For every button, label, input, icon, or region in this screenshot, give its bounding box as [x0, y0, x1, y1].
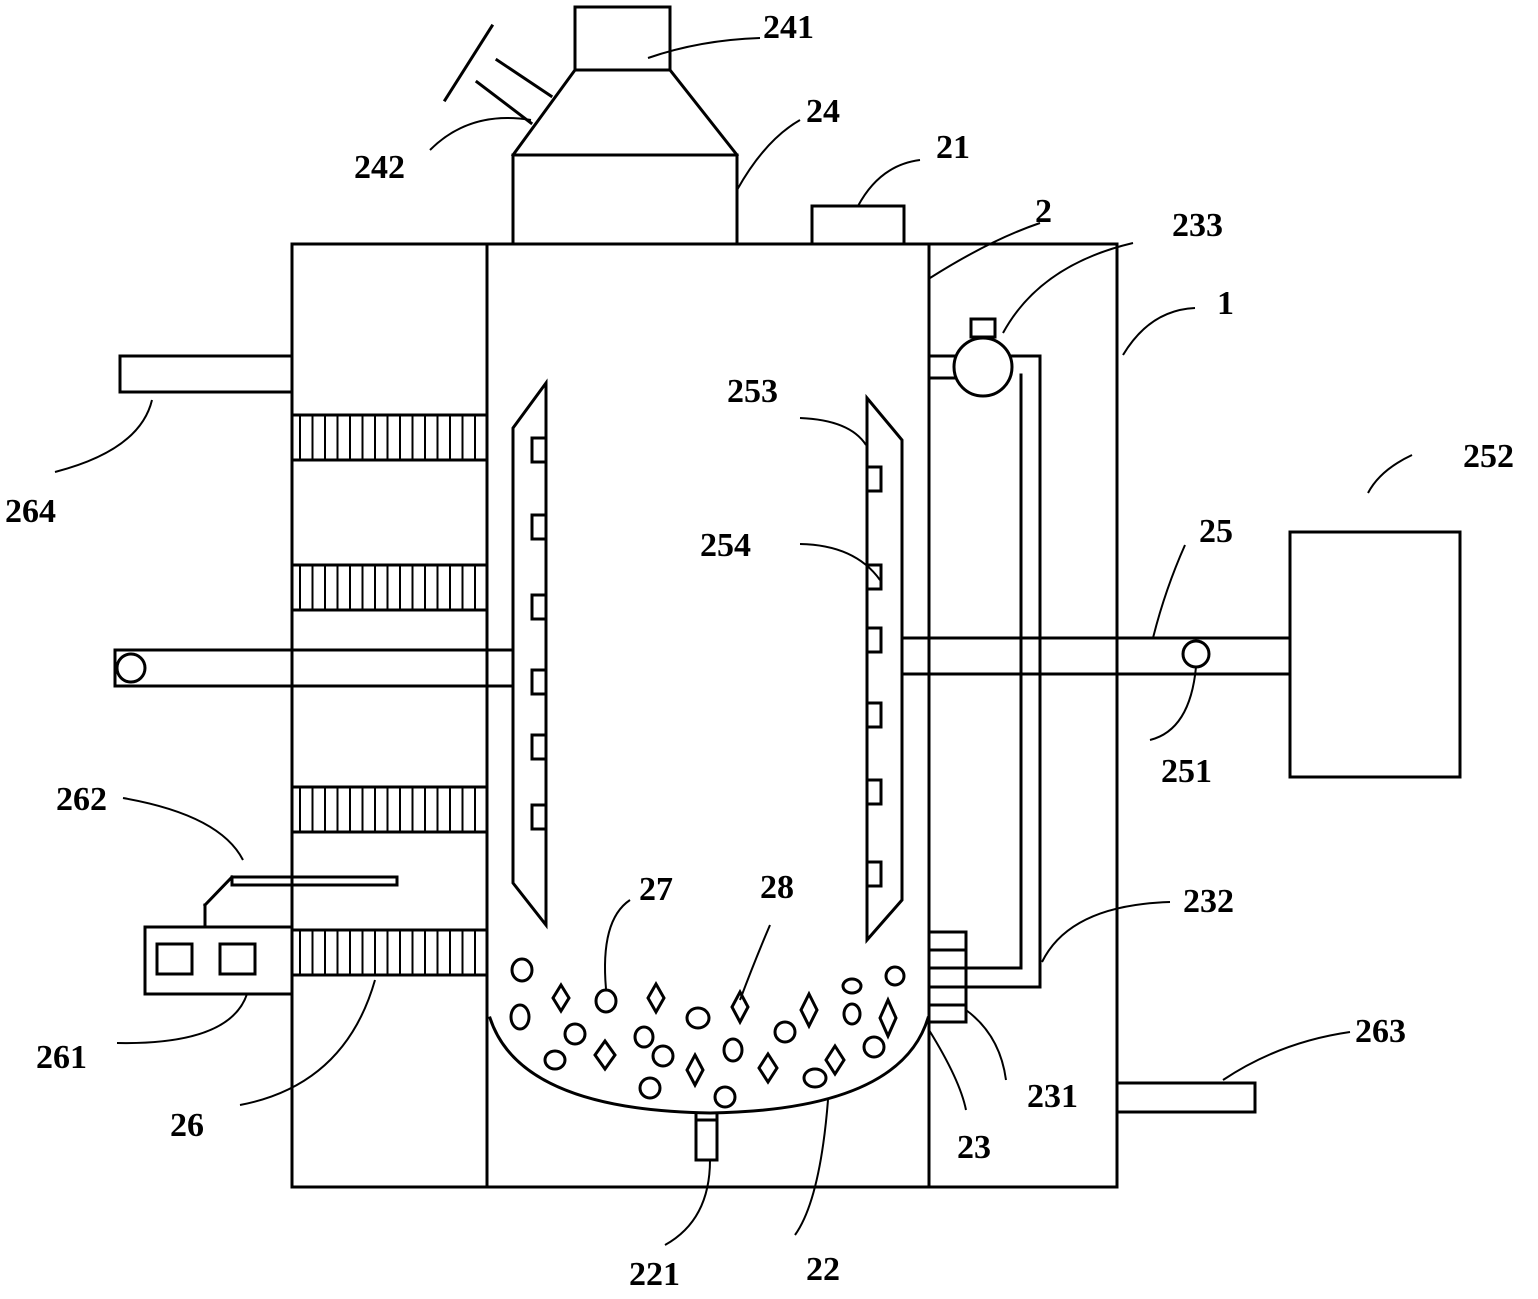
circulation-pump	[952, 336, 1014, 398]
label-25: 25	[1199, 513, 1233, 550]
label-263: 263	[1355, 1013, 1406, 1050]
right-shaft-bearing	[1181, 639, 1211, 669]
particle-round	[842, 1002, 862, 1026]
label-232: 232	[1183, 883, 1234, 920]
outer-tank	[290, 242, 1119, 1189]
label-21: 21	[936, 129, 970, 166]
pump-cap	[969, 317, 997, 339]
particle-round	[563, 1022, 587, 1046]
right-nozzle	[865, 701, 883, 729]
lower-right-pipe	[1115, 1081, 1257, 1114]
reference-labels: 241 24 242 21 2 233 1 264 253 252 254 25…	[5, 9, 1514, 1293]
label-1: 1	[1217, 285, 1234, 322]
label-264: 264	[5, 493, 56, 530]
particle-round	[510, 957, 534, 983]
particle-round	[802, 1067, 828, 1089]
label-28: 28	[760, 869, 794, 906]
label-2: 2	[1035, 193, 1052, 230]
heating-coils	[290, 413, 489, 977]
right-nozzle	[865, 465, 883, 493]
controller	[143, 874, 399, 996]
left-nozzle	[530, 513, 548, 541]
right-shaft	[900, 636, 1292, 676]
particle-round	[713, 1085, 737, 1109]
left-nozzle	[530, 436, 548, 464]
level-rod	[230, 875, 399, 887]
label-22: 22	[806, 1251, 840, 1288]
circulation-loop	[927, 317, 1042, 989]
particle-round	[594, 988, 618, 1014]
particle-round	[638, 1076, 662, 1100]
particle-round	[509, 1003, 531, 1031]
particle-round	[773, 1020, 797, 1044]
media-particles	[509, 957, 906, 1109]
particle-round	[884, 965, 906, 987]
particle-diamond	[730, 988, 750, 1026]
label-23: 23	[957, 1129, 991, 1166]
top-inlet	[810, 204, 906, 246]
drain-outlet	[694, 1118, 719, 1162]
label-27: 27	[639, 871, 673, 908]
particle-round	[722, 1037, 744, 1063]
label-231: 231	[1027, 1078, 1078, 1115]
particle-diamond	[757, 1051, 779, 1085]
left-nozzle	[530, 803, 548, 831]
left-nozzle	[530, 733, 548, 761]
particle-diamond	[824, 1043, 846, 1077]
particle-round	[862, 1035, 886, 1059]
label-24: 24	[806, 93, 840, 130]
bowl-bottom	[488, 1016, 930, 1115]
label-254: 254	[700, 527, 751, 564]
particle-diamond	[646, 980, 666, 1016]
particle-round	[685, 1006, 711, 1030]
particle-round	[651, 1044, 675, 1068]
left-nozzle	[530, 593, 548, 621]
label-221: 221	[629, 1256, 680, 1293]
motor-box	[1288, 530, 1462, 779]
label-253: 253	[727, 373, 778, 410]
coil-group	[290, 413, 489, 462]
particle-diamond	[799, 990, 819, 1030]
label-262: 262	[56, 781, 107, 818]
exhaust-cap	[573, 5, 672, 72]
left-stir-plate	[511, 378, 548, 930]
label-242: 242	[354, 149, 405, 186]
coil-group	[290, 785, 489, 834]
label-261: 261	[36, 1039, 87, 1076]
coil-group	[290, 563, 489, 612]
particle-round	[633, 1025, 655, 1049]
left-shaft-roller	[115, 652, 147, 684]
particle-diamond	[685, 1051, 705, 1089]
particle-diamond	[593, 1038, 617, 1072]
label-251: 251	[1161, 753, 1212, 790]
label-241: 241	[763, 9, 814, 46]
leader-lines	[54, 37, 1413, 1246]
inner-vessel	[485, 242, 931, 1189]
right-stir-plate	[865, 393, 904, 944]
right-nozzle	[865, 778, 883, 806]
particle-diamond	[878, 996, 898, 1040]
label-233: 233	[1172, 207, 1223, 244]
exhaust-hood	[510, 5, 740, 246]
particle-round	[543, 1049, 567, 1071]
left-nozzle	[530, 668, 548, 696]
filter-block	[927, 930, 968, 1024]
particle-diamond	[551, 982, 571, 1014]
label-26: 26	[170, 1107, 204, 1144]
particle-round	[841, 977, 863, 995]
right-nozzle	[865, 860, 883, 888]
right-nozzle	[865, 563, 883, 591]
label-252: 252	[1463, 438, 1514, 475]
right-nozzle	[865, 626, 883, 654]
coil-group	[290, 928, 489, 977]
left-shaft	[113, 648, 515, 688]
upper-left-pipe	[118, 354, 294, 394]
hood-side-pipe	[442, 23, 554, 126]
